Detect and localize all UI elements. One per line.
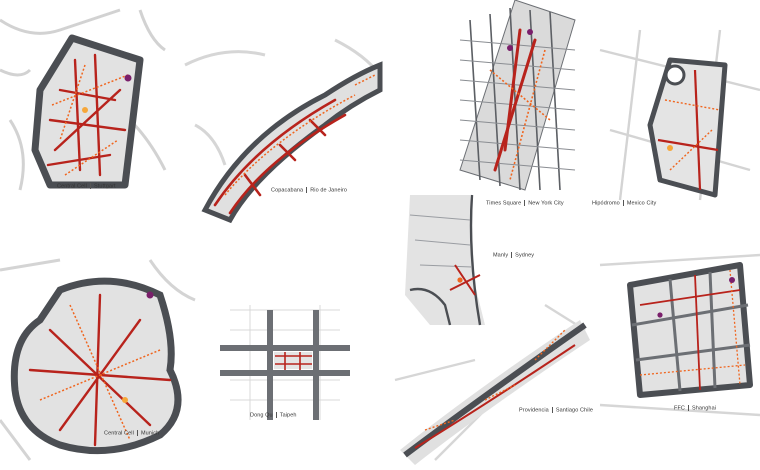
santiago-map	[394, 303, 590, 465]
munich-map	[0, 258, 196, 461]
shanghai-map	[599, 253, 760, 417]
nyc-map	[459, 0, 576, 191]
sydney-map	[405, 194, 485, 326]
rio-map	[184, 38, 383, 224]
mexico-map	[599, 29, 760, 201]
stuttgart-map	[0, 8, 167, 191]
taipei-map	[220, 305, 350, 420]
